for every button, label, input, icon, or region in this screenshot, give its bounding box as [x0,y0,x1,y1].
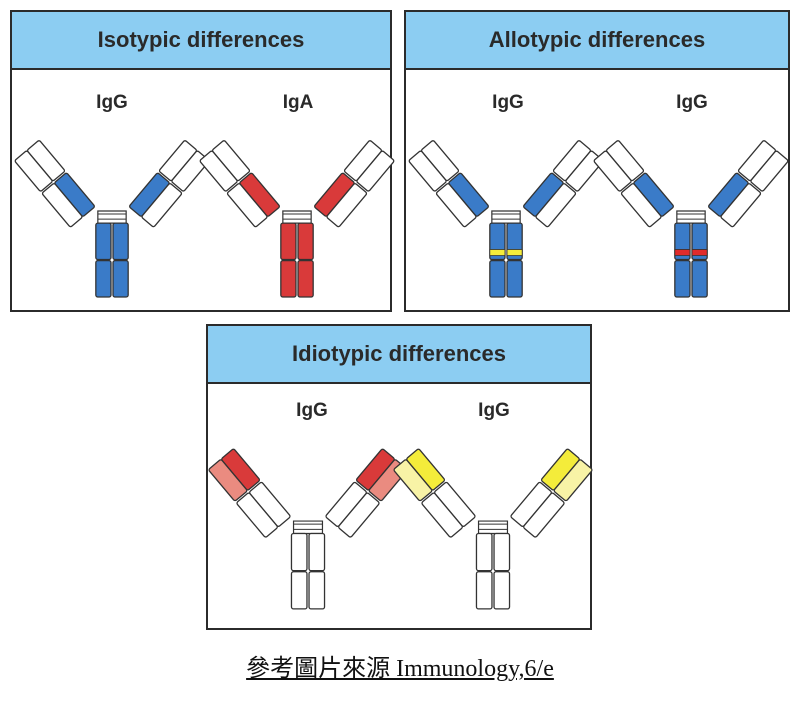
idiotypic-panel-title: Idiotypic differences [208,326,590,384]
fc-ch2-domain [476,533,492,570]
igg-antibody-diagram [606,118,776,300]
light-constant-domain [236,492,278,537]
light-constant-domain [436,183,477,227]
light-variable-domain [750,150,788,191]
fc-ch2-domain [113,223,128,259]
fc-ch3-domain [494,572,510,609]
light-constant-domain [141,183,182,227]
fc-ch2-domain [309,533,325,570]
fc-ch3-domain [113,261,128,297]
figure-caption: 參考圖片來源 Immunology,6/e [246,656,554,682]
fc-ch2-domain [96,223,111,259]
left-fab-arm [593,140,674,227]
right-fab-arm [523,140,604,227]
fc-ch3-domain [281,261,296,297]
light-constant-domain [42,183,83,227]
isotypic-panel-title: Isotypic differences [12,12,390,70]
idiotypic-panel: Idiotypic differences IgG IgG [206,324,592,630]
fc-ch3-domain [490,261,505,297]
light-variable-domain [393,459,432,501]
allotypic-panel-title: Allotypic differences [406,12,788,70]
left-fab-arm [393,448,475,537]
right-fab-arm [325,448,407,537]
right-fab-arm [129,140,210,227]
light-constant-domain [326,183,367,227]
light-variable-domain [553,459,592,501]
isotypic-panel: Isotypic differences IgG IgA [10,10,392,312]
light-constant-domain [720,183,761,227]
antibody-label: IgG [676,92,708,113]
light-constant-domain [535,183,576,227]
light-constant-domain [421,492,463,537]
left-fab-arm [208,448,290,537]
antibody-label: IgG [492,92,524,113]
light-variable-domain [208,459,247,501]
right-fab-arm [314,140,395,227]
light-variable-domain [356,150,394,191]
fc-ch3-domain [692,261,707,297]
allotypic-panel: Allotypic differences IgG IgG [404,10,790,312]
antibody-label: IgG [478,400,510,421]
hinge-region [479,521,508,533]
igg-antibody-diagram [421,118,591,300]
fc-ch2-domain [298,223,313,259]
fc-ch3-domain [309,572,325,609]
left-fab-arm [14,140,95,227]
allotype-marker-band [675,249,690,255]
antibody-label: IgA [282,92,314,113]
hinge-region [98,211,126,223]
igg-antibody-diagram [27,118,197,300]
fc-ch2-domain [494,533,510,570]
hinge-region [283,211,311,223]
right-fab-arm [510,448,592,537]
light-constant-domain [523,492,565,537]
light-variable-domain [199,150,237,191]
left-fab-arm [199,140,280,227]
light-variable-domain [408,150,446,191]
light-variable-domain [171,150,209,191]
antibody-label: IgG [296,400,328,421]
left-fab-arm [408,140,489,227]
antibody-label: IgG [96,92,128,113]
fc-ch2-domain [291,533,307,570]
right-fab-arm [708,140,789,227]
allotype-marker-band [692,249,707,255]
light-variable-domain [593,150,631,191]
fc-ch3-domain [507,261,522,297]
hinge-region [294,521,323,533]
light-variable-domain [14,150,52,191]
fc-ch3-domain [291,572,307,609]
fc-ch3-domain [476,572,492,609]
light-constant-domain [621,183,662,227]
hinge-region [677,211,705,223]
igg-antibody-diagram [218,426,398,612]
iga-antibody-diagram [212,118,382,300]
fc-ch3-domain [298,261,313,297]
light-variable-domain [565,150,603,191]
light-constant-domain [227,183,268,227]
allotype-marker-band [507,249,522,255]
fc-ch3-domain [675,261,690,297]
hinge-region [492,211,520,223]
igg-antibody-diagram [403,426,583,612]
allotype-marker-band [490,249,505,255]
fc-ch3-domain [96,261,111,297]
fc-ch2-domain [281,223,296,259]
light-constant-domain [338,492,380,537]
